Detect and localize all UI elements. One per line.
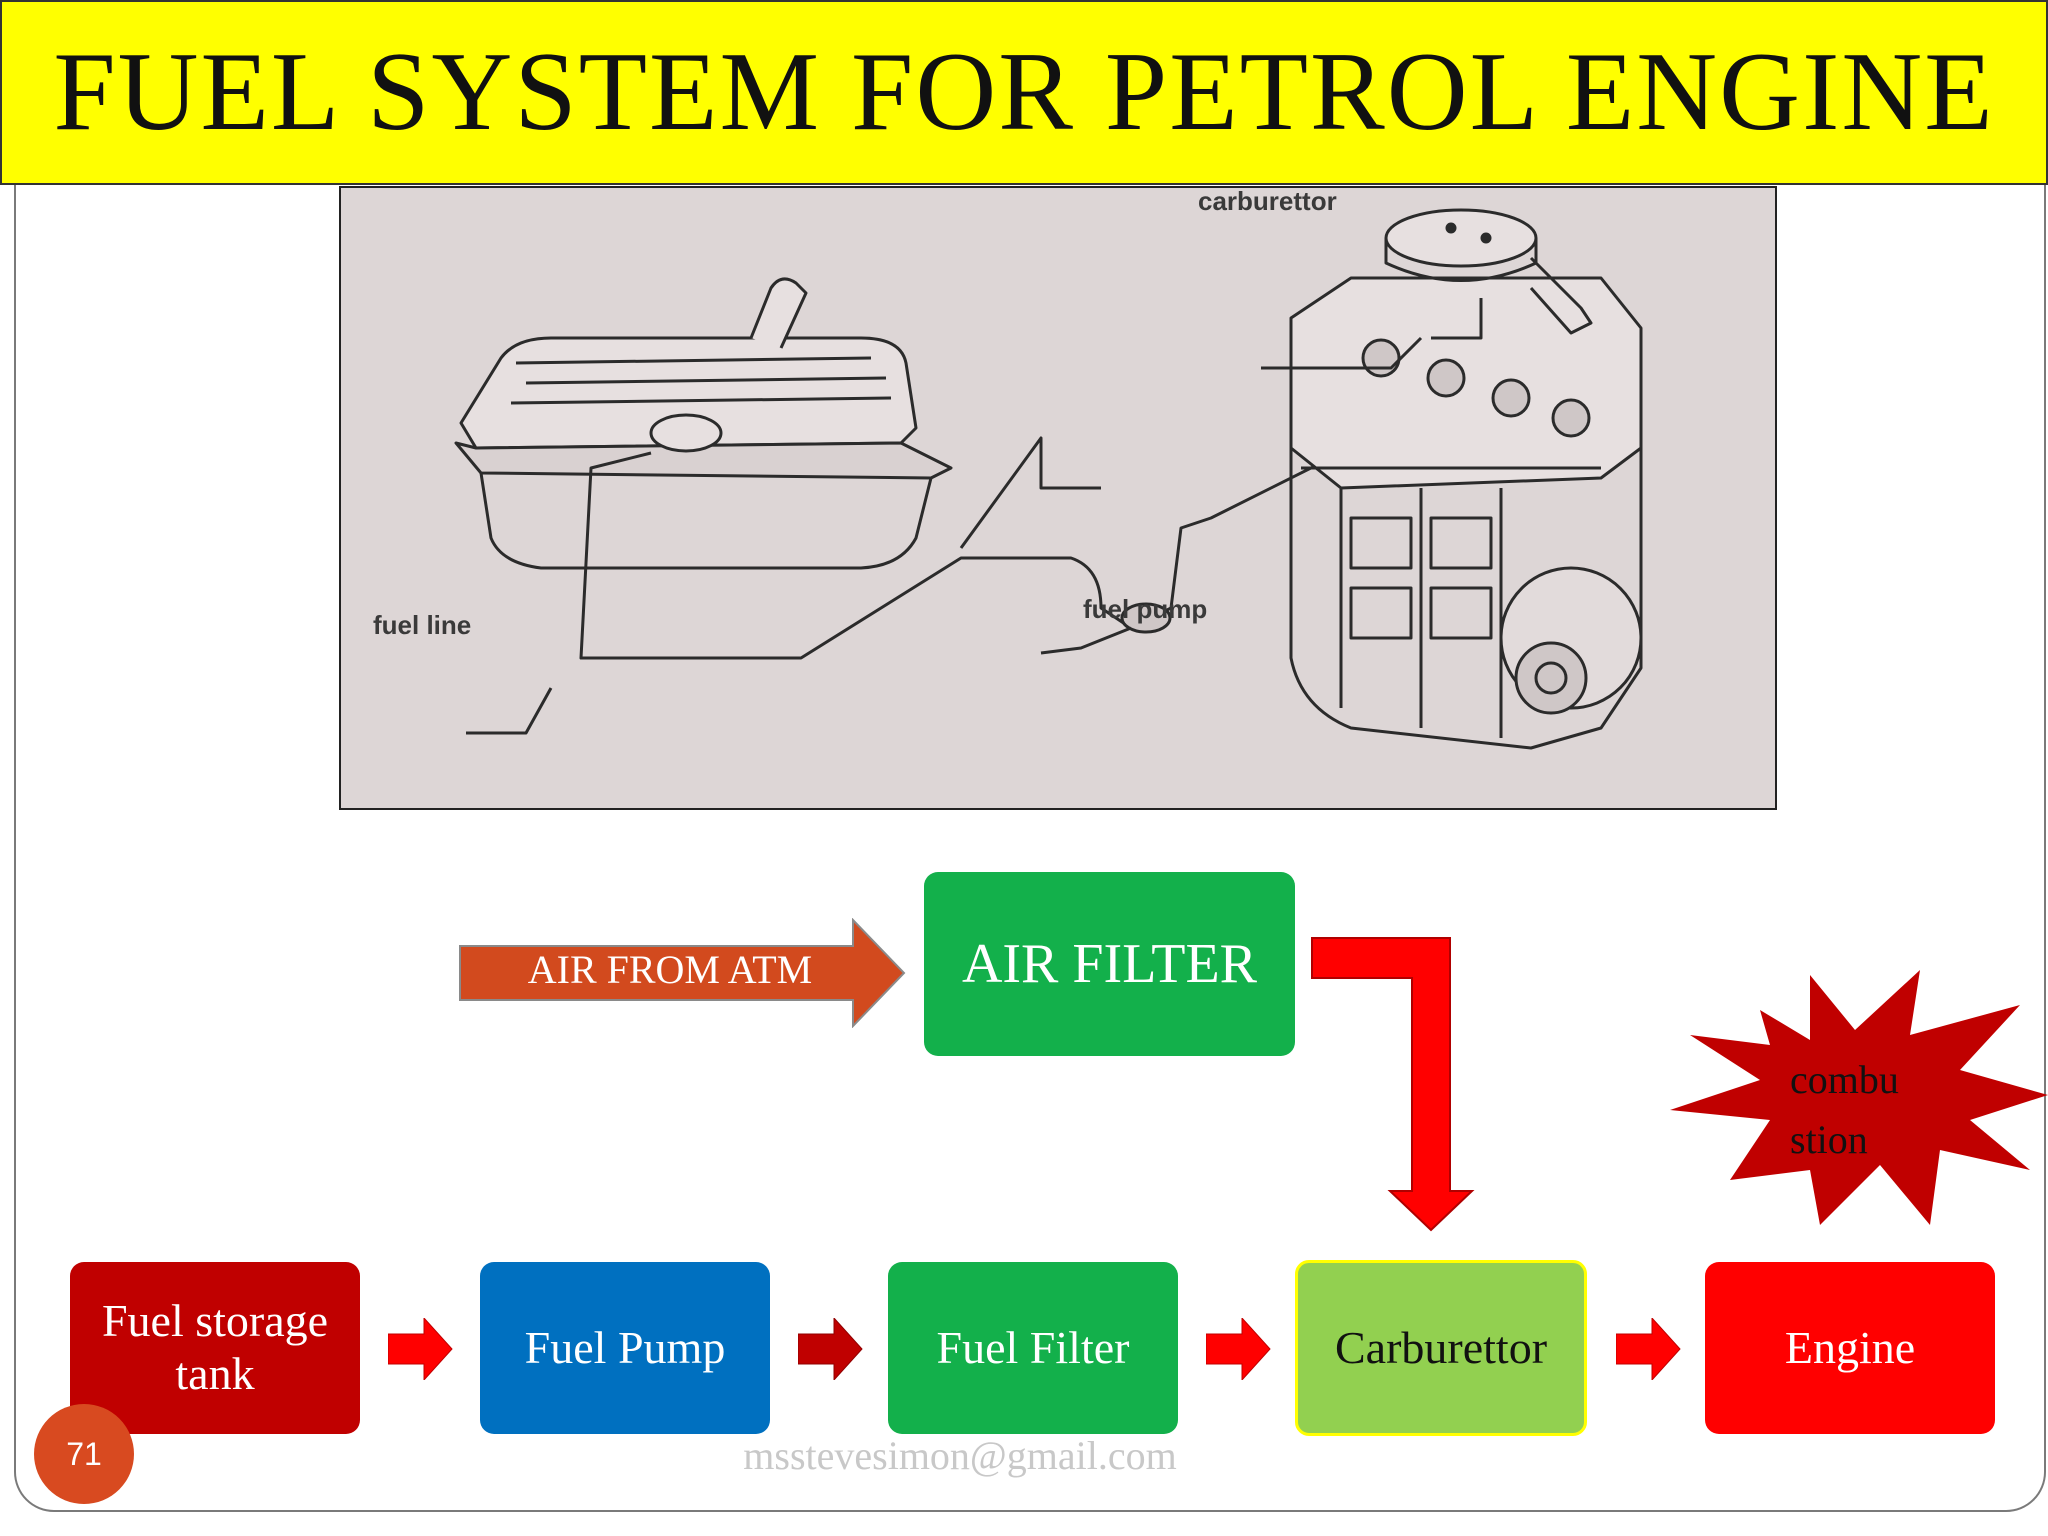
combustion-line-1: combu	[1790, 1057, 1899, 1102]
slide-number: 71	[66, 1435, 102, 1472]
flow-arrow-2	[798, 1318, 863, 1380]
fuel-system-illustration: carburettor fuel line fuel pump	[339, 186, 1777, 810]
fuel-filter-label: Fuel Filter	[936, 1321, 1130, 1373]
carburettor-box: Carburettor	[1295, 1260, 1587, 1436]
fuel-pump-label: fuel pump	[1083, 594, 1208, 624]
air-filter-box: AIR FILTER	[924, 872, 1295, 1056]
combustion-line-2: stion	[1790, 1117, 1868, 1162]
footer-email: msstevesimon@gmail.com	[743, 1433, 1177, 1478]
slide-number-badge: 71	[34, 1404, 134, 1504]
page-title: FUEL SYSTEM FOR PETROL ENGINE	[53, 30, 1995, 154]
flow-arrow-4	[1616, 1318, 1681, 1380]
illustration-drawing	[341, 188, 1775, 808]
air-filter-label: AIR FILTER	[961, 932, 1258, 995]
flow-arrow-1	[388, 1318, 453, 1380]
fuel-storage-tank-label: Fuel storage tank	[101, 1295, 329, 1399]
carburettor-label: carburettor	[1198, 186, 1337, 216]
engine-label: Engine	[1784, 1321, 1916, 1373]
fuel-pump-box-label: Fuel Pump	[524, 1321, 726, 1373]
title-bar: FUEL SYSTEM FOR PETROL ENGINE	[0, 0, 2048, 185]
flow-arrow-3	[1206, 1318, 1271, 1380]
slide-frame	[14, 150, 2046, 1512]
air-from-atm-arrow	[459, 918, 906, 1028]
combustion-label: combu stion	[1790, 1050, 1899, 1170]
combustion-starburst	[1670, 970, 2048, 1225]
air-from-atm-label: AIR FROM ATM	[527, 947, 813, 992]
fuel-filter-box: Fuel Filter	[888, 1262, 1178, 1434]
fuel-pump-box: Fuel Pump	[480, 1262, 770, 1434]
engine-box: Engine	[1705, 1262, 1995, 1434]
fuel-line-label: fuel line	[373, 610, 472, 640]
air-to-carburettor-connector	[1311, 937, 1475, 1232]
fuel-storage-tank-box: Fuel storage tank	[70, 1262, 360, 1434]
carburettor-box-label: Carburettor	[1334, 1321, 1548, 1373]
